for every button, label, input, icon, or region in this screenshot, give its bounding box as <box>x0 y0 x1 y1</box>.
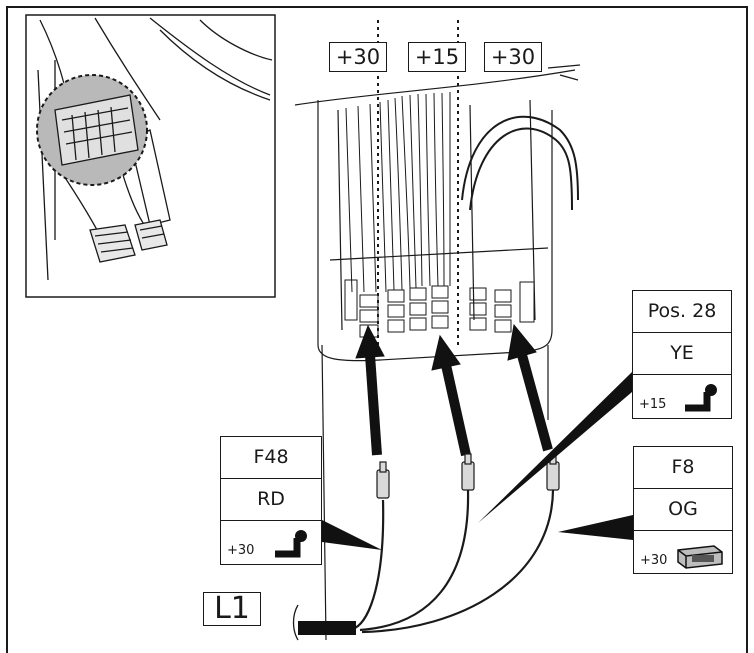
fuse-card-f8: F8 OG +30 <box>633 446 733 574</box>
wire-color: RD <box>221 479 321 521</box>
insertion-arrows <box>355 323 553 457</box>
voltage-label: +30 <box>227 543 255 558</box>
fuse-id: F8 <box>634 447 732 489</box>
column-label-middle: +15 <box>408 42 466 72</box>
diagram-frame <box>6 6 748 653</box>
voltage-label: +30 <box>640 553 668 568</box>
voltage-label: +15 <box>639 397 667 412</box>
fuse-card-pos28: Pos. 28 YE +15 <box>632 290 732 419</box>
hook-terminal-icon <box>275 530 307 558</box>
fuse-id: Pos. 28 <box>633 291 731 333</box>
fuse-id: F48 <box>221 437 321 479</box>
inset-pedal-view <box>25 14 276 298</box>
callout-pointers <box>322 372 633 550</box>
wire-color: YE <box>633 333 731 375</box>
column-divider-lines <box>377 20 459 345</box>
harness-label-l1: L1 <box>203 592 261 626</box>
wire-harness <box>292 489 555 641</box>
wire-color: OG <box>634 489 732 531</box>
connector-block-icon <box>677 545 723 569</box>
hook-terminal-icon <box>685 384 717 412</box>
column-label-right: +30 <box>484 42 542 72</box>
column-label-left: +30 <box>329 42 387 72</box>
fuse-box <box>294 64 581 641</box>
fuse-card-f48: F48 RD +30 <box>220 436 322 565</box>
